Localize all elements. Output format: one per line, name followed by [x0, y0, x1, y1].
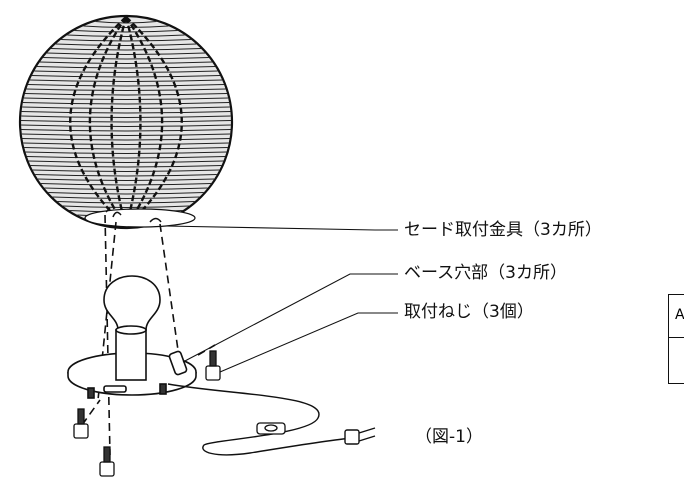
table-fragment: A: [668, 294, 684, 384]
bulb-socket: [115, 325, 147, 381]
weave-strand: [29, 79, 223, 83]
mounting-screws: [73, 350, 221, 477]
weave-strand: [30, 164, 222, 168]
weave-strand: [48, 191, 204, 195]
shade-rib: [125, 17, 183, 227]
weave-strand: [25, 151, 227, 155]
weave-strand: [44, 187, 208, 191]
weave-strand: [21, 124, 231, 128]
weave-strand: [74, 29, 178, 33]
weave-strand: [21, 110, 231, 114]
weave-strand: [46, 52, 206, 56]
figure-caption: （図-1）: [415, 427, 483, 447]
weave-strand: [22, 101, 230, 105]
weave-strand: [21, 115, 231, 119]
weave-strand: [26, 155, 226, 159]
assembly-guide-lines: [81, 214, 216, 456]
weave-strand: [23, 142, 229, 146]
weave-strand: [61, 38, 191, 42]
weave-strand: [40, 182, 212, 186]
weave-strand: [57, 200, 195, 204]
weave-strand: [52, 196, 200, 200]
weave-strand: [22, 137, 230, 141]
power-plug: [344, 427, 376, 445]
callout-base-hole: ベース穴部（3カ所）: [404, 263, 567, 283]
weave-strand: [37, 178, 215, 182]
callout-leader-lines: [164, 225, 398, 373]
woven-shade: [18, 14, 234, 230]
weave-strand: [34, 70, 218, 74]
power-cord: [167, 383, 353, 456]
shade-rib: [88, 17, 127, 227]
cord-switch: [256, 422, 286, 435]
weave-strand: [24, 92, 228, 96]
weave-strand: [39, 61, 213, 65]
weave-strand: [23, 97, 229, 101]
callout-mount-screw: 取付ねじ（3個）: [404, 302, 534, 322]
weave-strand: [83, 25, 169, 29]
weave-strand: [67, 34, 185, 38]
weave-strand: [22, 106, 230, 110]
weave-strand: [21, 119, 231, 123]
weave-strand: [32, 169, 220, 173]
weave-strand: [21, 128, 231, 132]
shade-rib: [69, 17, 127, 227]
weave-strand: [35, 173, 217, 177]
weave-strand: [27, 83, 225, 87]
table-fragment-text: A: [675, 307, 684, 323]
weave-strand: [55, 43, 197, 47]
weave-strand: [26, 88, 226, 92]
weave-strand: [62, 205, 190, 209]
light-bulb: [103, 275, 161, 331]
shade-rib: [125, 17, 164, 227]
callout-shade-bracket: セード取付金具（3カ所）: [404, 220, 602, 240]
weave-strand: [31, 74, 221, 78]
weave-strand: [21, 133, 231, 137]
weave-strand: [43, 56, 209, 60]
weave-strand: [95, 20, 157, 24]
weave-strand: [36, 65, 216, 69]
weave-strand: [24, 146, 228, 150]
weave-strand: [28, 160, 224, 164]
weave-strand: [50, 47, 202, 51]
